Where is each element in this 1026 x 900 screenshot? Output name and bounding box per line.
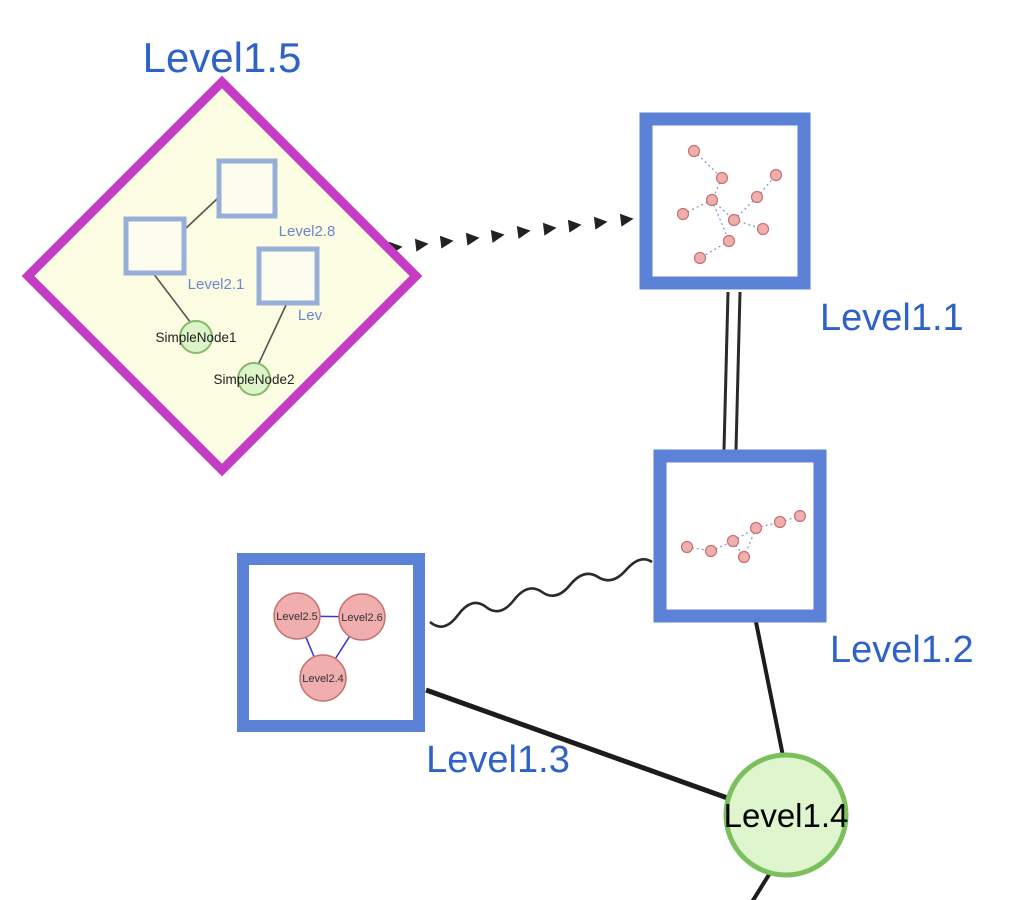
level11-square[interactable] <box>639 112 811 290</box>
level13-subnode-bottom <box>299 654 347 702</box>
mini-node <box>793 509 807 523</box>
mini-node <box>749 521 763 535</box>
level13-subgraph: Level2.5 Level2.6 Level2.4 <box>273 592 386 702</box>
mini-node <box>687 144 701 158</box>
level15-inner-edge-3 <box>257 302 288 366</box>
mini-edge <box>693 150 723 179</box>
level15-square-right-label: Lev <box>298 307 323 324</box>
double-line-left <box>722 291 730 451</box>
mini-edge <box>779 515 801 523</box>
level13-subnode-right <box>338 593 386 641</box>
mini-node <box>750 190 764 204</box>
level15-simplenode1-label: SimpleNode1 <box>155 330 236 345</box>
level15-square-left-label: Level2.1 <box>188 276 245 293</box>
edge-level13-to-level12[interactable] <box>429 558 653 628</box>
mini-edge <box>711 199 730 242</box>
level13-label: Level1.3 <box>426 739 570 781</box>
double-line-right <box>734 291 742 451</box>
level15-inner-edge-1 <box>183 197 219 231</box>
level12-label: Level1.2 <box>830 629 974 671</box>
node-level12[interactable] <box>653 449 827 623</box>
level15-square-right[interactable] <box>256 246 320 306</box>
level15-simplenode2[interactable] <box>237 362 271 396</box>
mini-node <box>773 515 787 529</box>
mini-node <box>715 171 729 185</box>
level12-square[interactable] <box>653 449 827 623</box>
edge-level12-to-level14[interactable] <box>754 621 785 757</box>
mini-node <box>693 251 707 265</box>
level13-subnode-left <box>273 592 321 640</box>
level15-square-top[interactable] <box>216 158 278 219</box>
level13-subnode-right-label: Level2.6 <box>341 612 383 624</box>
mini-node <box>676 207 690 221</box>
level15-inner-edge-2 <box>152 272 192 324</box>
level15-simplenode1[interactable] <box>179 320 213 354</box>
mini-node <box>722 234 736 248</box>
mini-node <box>756 222 770 236</box>
level15-diamond[interactable] <box>21 75 423 477</box>
level14-label: Level1.4 <box>724 797 849 834</box>
edge-level15-to-level11[interactable] <box>388 213 634 255</box>
edges-layer <box>388 213 785 900</box>
level15-simplenode2-label: SimpleNode2 <box>213 372 294 387</box>
mini-node <box>705 193 719 207</box>
level13-subnode-bottom-label: Level2.4 <box>302 673 344 685</box>
node-level14[interactable]: Level1.4 <box>723 752 849 878</box>
edge-level11-to-level12[interactable] <box>722 291 742 451</box>
mini-node <box>737 550 751 564</box>
mini-node <box>680 540 694 554</box>
mini-node <box>726 534 740 548</box>
level12-subgraph <box>680 509 807 564</box>
edge-level14-offscreen[interactable] <box>750 871 772 900</box>
level11-label: Level1.1 <box>820 297 964 339</box>
level11-subgraph <box>676 144 783 265</box>
mini-node <box>769 168 783 182</box>
level14-circle[interactable] <box>723 752 849 878</box>
node-level13[interactable]: Level2.5 Level2.6 Level2.4 <box>237 553 425 732</box>
node-level11[interactable] <box>639 112 811 290</box>
edge-level13-to-level14[interactable] <box>425 687 734 803</box>
level13-square[interactable] <box>237 553 425 732</box>
mini-node <box>704 544 718 558</box>
node-level15[interactable]: Level2.8 Level2.1 Lev SimpleNode1 Simple… <box>21 75 423 477</box>
level15-square-left[interactable] <box>123 216 187 276</box>
mini-node <box>727 213 741 227</box>
level15-square-top-label: Level2.8 <box>279 223 336 240</box>
level15-label: Level1.5 <box>143 34 302 81</box>
level13-subnode-left-label: Level2.5 <box>276 611 318 623</box>
